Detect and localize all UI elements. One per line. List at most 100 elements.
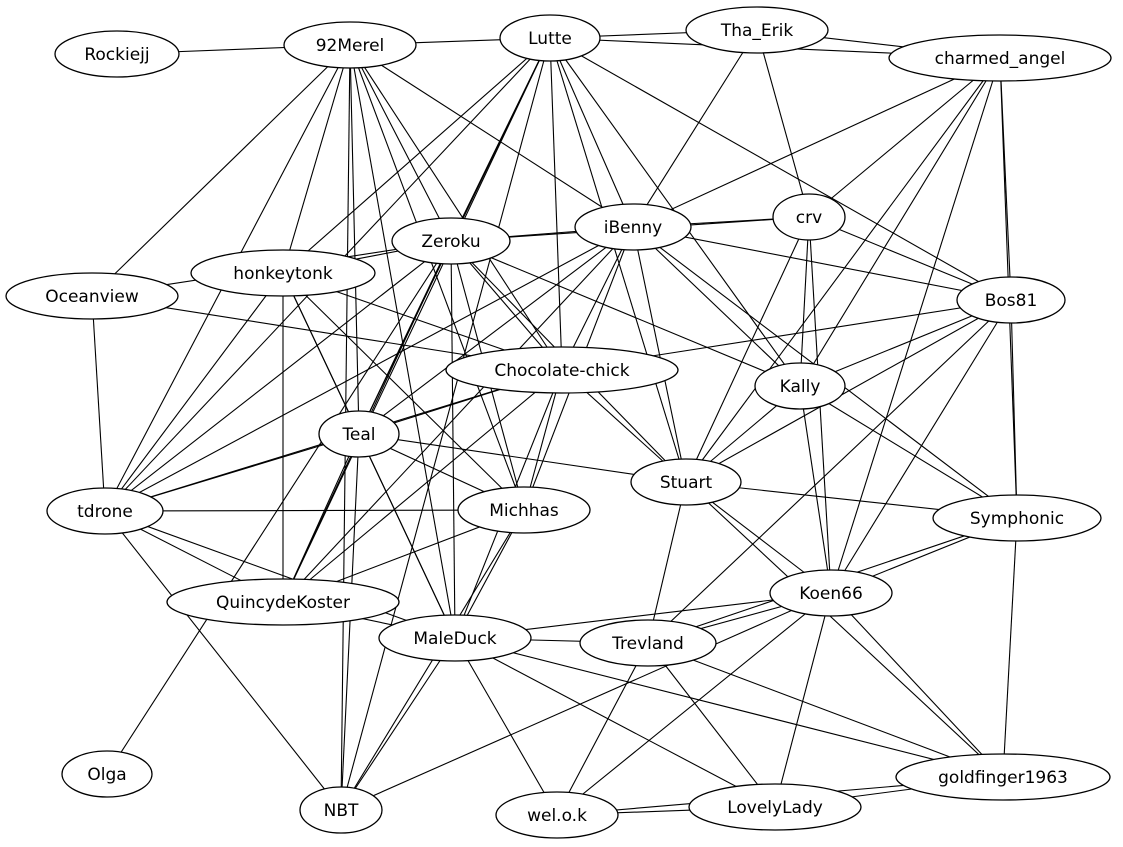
node-ellipse	[299, 786, 383, 834]
node-label: Kally	[780, 377, 821, 397]
edge-bos81-koen66	[830, 299, 1012, 594]
node-ellipse	[318, 410, 400, 458]
edge-crv-stuart	[685, 216, 810, 483]
node-koen66: Koen66	[769, 569, 893, 617]
edge-tdrone-nbt	[104, 510, 342, 811]
node-ellipse	[579, 619, 717, 667]
edge-symphonic-goldfinger1963	[1002, 517, 1018, 778]
node-ibenny: iBenny	[574, 203, 692, 251]
edge-92merel-zeroku	[349, 44, 452, 242]
edge-tha-erik-ibenny	[632, 29, 758, 228]
node-teal: Teal	[318, 410, 400, 458]
node-label: Olga	[87, 765, 126, 785]
node-label: Symphonic	[970, 509, 1064, 529]
edge-tdrone-michhas	[104, 509, 525, 512]
node-lutte: Lutte	[499, 14, 601, 62]
node-label: MaleDuck	[413, 629, 496, 649]
edge-kally-koen66	[799, 385, 832, 594]
edge-teal-stuart	[358, 433, 687, 483]
node-ellipse	[283, 21, 417, 69]
edge-lutte-chocolate-chick	[549, 37, 563, 371]
edge-bos81-symphonic	[1010, 299, 1018, 519]
node-label: Stuart	[660, 473, 713, 493]
edge-92merel-ibenny	[349, 44, 634, 228]
node-label: QuincydeKoster	[216, 593, 350, 613]
node-label: wel.o.k	[527, 806, 587, 826]
node-charmed-angel: charmed_angel	[888, 34, 1112, 82]
node-label: Zeroku	[421, 232, 480, 252]
edge-ibenny-kally	[632, 226, 801, 387]
edge-zeroku-olga	[106, 240, 452, 775]
edge-maleduck-lovelylady	[454, 637, 776, 808]
node-label: Lutte	[528, 29, 572, 49]
edge-92merel-honkeytonk	[282, 44, 351, 274]
edge-oceanview-tdrone	[91, 295, 106, 512]
edge-teal-quincydekoster	[282, 433, 360, 603]
edge-honkeytonk-michhas	[282, 272, 525, 511]
node-label: Rockiejj	[84, 45, 149, 65]
edge-zeroku-kally	[450, 240, 801, 387]
node-label: Oceanview	[45, 287, 139, 307]
node-goldfinger1963: goldfinger1963	[895, 753, 1111, 801]
node-label: goldfinger1963	[938, 768, 1068, 788]
edge-crv-kally	[799, 216, 810, 387]
node-label: LovelyLady	[727, 798, 823, 818]
edge-teal-maleduck	[358, 433, 456, 639]
node-ellipse	[46, 487, 164, 535]
edge-lutte-nbt	[340, 37, 551, 811]
edge-92merel-teal	[349, 44, 360, 435]
node-crv: crv	[772, 193, 846, 241]
node-label: Trevland	[611, 634, 684, 654]
node-tha-erik: Tha_Erik	[685, 6, 829, 54]
node-ellipse	[888, 34, 1112, 82]
node-label: honkeytonk	[233, 264, 333, 284]
edge-maleduck-nbt	[340, 637, 456, 811]
node-stuart: Stuart	[630, 458, 742, 506]
node-ellipse	[445, 346, 679, 394]
edge-charmed-angel-ibenny	[632, 57, 1001, 228]
node-symphonic: Symphonic	[932, 494, 1102, 542]
node-label: tdrone	[77, 502, 133, 522]
node-olga: Olga	[61, 750, 153, 798]
edge-lutte-honkeytonk	[282, 37, 551, 274]
edge-trevland-lovelylady	[647, 642, 776, 808]
graph-edges	[91, 29, 1018, 816]
node-ellipse	[772, 193, 846, 241]
edge-lutte-stuart	[549, 37, 687, 483]
edge-ibenny-quincydekoster	[282, 226, 634, 603]
node-ellipse	[61, 750, 153, 798]
edge-92merel-chocolate-chick	[349, 44, 563, 371]
node-ellipse	[499, 14, 601, 62]
node-ellipse	[166, 578, 400, 626]
node-wel-o-k: wel.o.k	[495, 791, 619, 839]
edge-zeroku-tdrone	[104, 240, 452, 512]
node-rockiejj: Rockiejj	[54, 30, 180, 78]
edge-honkeytonk-tdrone	[104, 272, 284, 512]
node-label: Tha_Erik	[720, 21, 794, 41]
edge-bos81-stuart	[685, 299, 1012, 483]
edge-koen66-wel-o-k	[556, 592, 832, 816]
edge-chocolate-chick-quincydekoster	[282, 369, 563, 603]
edge-lutte-quincydekoster	[282, 37, 551, 603]
node-ellipse	[391, 217, 511, 265]
node-ellipse	[574, 203, 692, 251]
edge-stuart-trevland	[647, 481, 687, 644]
edge-lutte-bos81	[549, 37, 1012, 301]
node-label: Koen66	[799, 584, 863, 604]
node-quincydekoster: QuincydeKoster	[166, 578, 400, 626]
edge-stuart-goldfinger1963	[685, 481, 1004, 778]
node-ellipse	[956, 276, 1066, 324]
node-ellipse	[688, 783, 862, 831]
edge-maleduck-goldfinger1963	[454, 637, 1004, 778]
node-ellipse	[190, 249, 376, 297]
node-ellipse	[630, 458, 742, 506]
edge-kally-symphonic	[799, 385, 1018, 519]
node-ellipse	[378, 614, 532, 662]
node-ellipse	[685, 6, 829, 54]
node-chocolate-chick: Chocolate-chick	[445, 346, 679, 394]
node-label: crv	[796, 208, 822, 228]
node-michhas: Michhas	[457, 486, 591, 534]
node-label: iBenny	[604, 218, 662, 238]
